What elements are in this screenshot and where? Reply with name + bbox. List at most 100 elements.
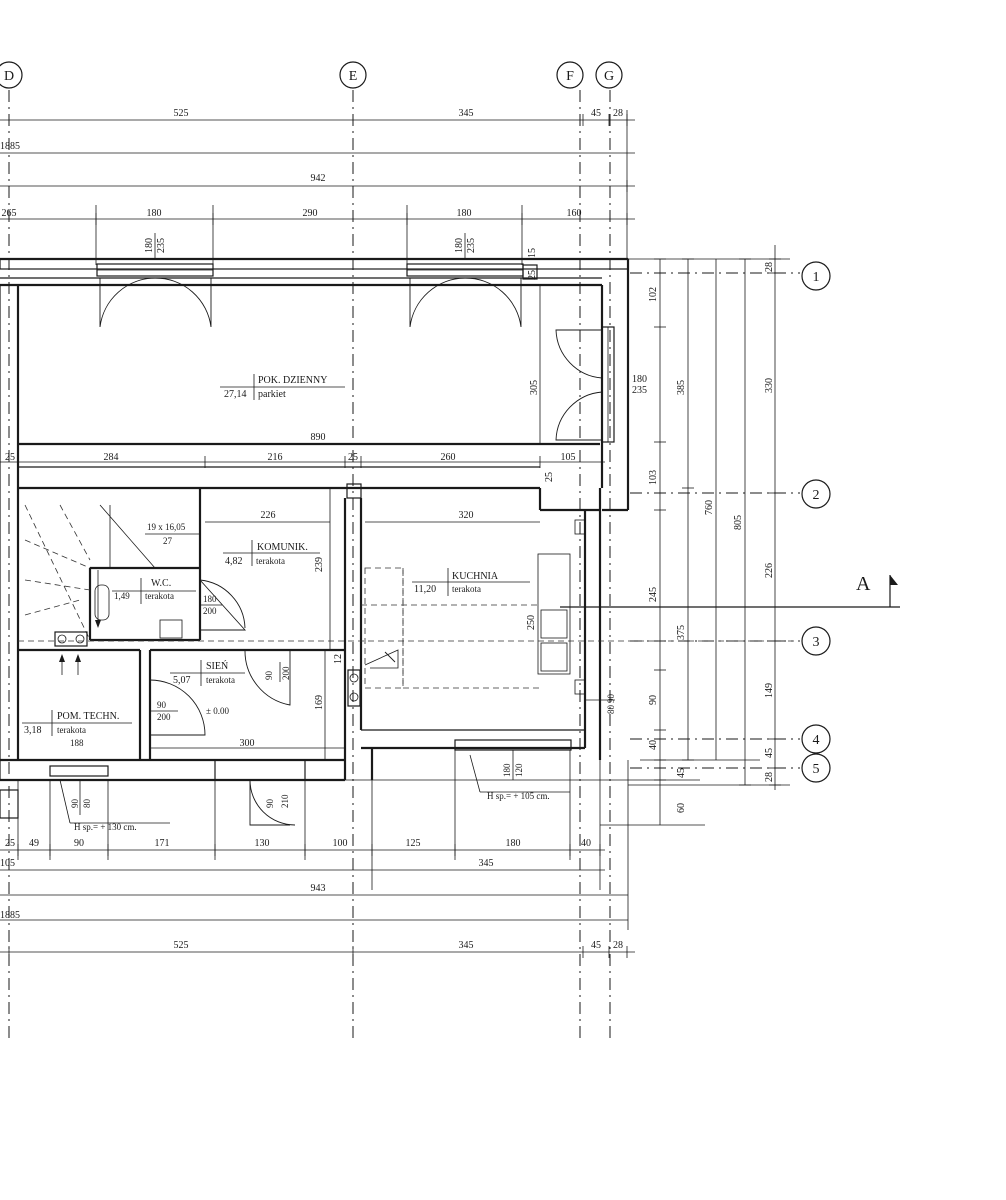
room-floor-tech: terakota <box>57 725 86 735</box>
room-floor-living: parkiet <box>258 389 286 400</box>
dim-bottom-45: 45 <box>591 940 601 951</box>
dim-window-tl-180: 180 <box>144 238 155 253</box>
dim-mid-284: 284 <box>104 452 119 463</box>
dim-bottom-130: 130 <box>255 838 270 849</box>
dim-mid-25-a: 25 <box>5 452 15 463</box>
dim-right-245: 245 <box>648 587 659 602</box>
axis-label-1: 1 <box>813 270 820 285</box>
axis-label-4: 4 <box>813 733 820 748</box>
axis-label-3: 3 <box>813 635 820 650</box>
room-area-tech: 3,18 <box>24 725 42 736</box>
dim-wc-door-180: 180 <box>203 594 217 604</box>
dim-width-188: 188 <box>70 738 84 748</box>
dim-bottom-345-a: 345 <box>479 858 494 869</box>
dim-right-226: 226 <box>764 563 775 578</box>
dim-top-345: 345 <box>459 108 474 119</box>
dim-bottom-40: 40 <box>581 838 591 849</box>
dim-height-12: 12 <box>333 654 344 664</box>
dim-window-tr-235: 235 <box>466 238 477 253</box>
dim-wc-door-200: 200 <box>203 606 217 616</box>
fixtures <box>0 519 800 819</box>
dim-k-window-90: 90 <box>606 694 616 704</box>
room-area-hall: 4,82 <box>225 556 243 567</box>
dim-top-1885: 1885 <box>0 141 20 152</box>
dim-mid-260: 260 <box>441 452 456 463</box>
dim-mid-105: 105 <box>561 452 576 463</box>
section-label: A <box>856 573 871 595</box>
room-name-kitchen: KUCHNIA <box>452 571 499 582</box>
dim-sien-door-200: 200 <box>281 666 291 680</box>
room-area-entrance: 5,07 <box>173 675 191 686</box>
room-floor-wc: terakota <box>145 591 174 601</box>
dim-bwin-left-80: 80 <box>82 799 92 809</box>
dim-right-45-a: 45 <box>676 768 687 778</box>
dim-top-45: 45 <box>591 108 601 119</box>
dim-right-102: 102 <box>648 287 659 302</box>
room-name-living: POK. DZIENNY <box>258 375 327 386</box>
dim-height-305: 305 <box>529 380 540 395</box>
dim-bottom-90: 90 <box>74 838 84 849</box>
dim-right-90: 90 <box>648 695 659 705</box>
dim-right-149: 149 <box>764 683 775 698</box>
dim-pillar-15: 15 <box>527 248 538 258</box>
dim-bottom-943: 943 <box>311 883 326 894</box>
dim-top-180-b: 180 <box>457 208 472 219</box>
dim-bottom-28: 28 <box>613 940 623 951</box>
dim-mid-v25: 25 <box>544 472 555 482</box>
room-name-tech: POM. TECHN. <box>57 711 119 722</box>
dim-top-942: 942 <box>311 173 326 184</box>
dim-k-window-80: 80 <box>606 705 616 715</box>
section-marker: A <box>560 573 900 608</box>
dim-right-28-top: 28 <box>764 262 775 272</box>
axis-label-g: G <box>604 69 614 84</box>
column-axis-bubbles: D E F G <box>0 61 623 89</box>
dim-top-180-a: 180 <box>147 208 162 219</box>
row-axis-bubbles: 1 2 3 4 5 <box>801 261 831 783</box>
grid-axes <box>8 90 800 1040</box>
dim-bottom-180: 180 <box>506 838 521 849</box>
room-area-kitchen: 11,20 <box>414 584 436 595</box>
note-stairs-run: 27 <box>163 536 173 546</box>
note-sill-left: H sp.= + 130 cm. <box>74 822 137 832</box>
dim-top-525: 525 <box>174 108 189 119</box>
dim-top-265: 265 <box>2 208 17 219</box>
room-labels: POK. DZIENNY 27,14 parkiet KOMUNIK. 4,82… <box>22 374 530 736</box>
room-floor-hall: terakota <box>256 556 285 566</box>
dim-bwin-left-90: 90 <box>70 799 80 809</box>
room-area-living: 27,14 <box>224 389 247 400</box>
dim-tech-door-90: 90 <box>157 700 167 710</box>
dim-mid-25-b: 25 <box>348 452 358 463</box>
dim-width-226: 226 <box>261 510 276 521</box>
dim-right-40: 40 <box>648 740 659 750</box>
dim-bottom-100: 100 <box>333 838 348 849</box>
note-level: ± 0.00 <box>206 706 229 716</box>
top-dimensions: 525 345 45 28 1885 942 265 180 290 180 1… <box>0 108 635 265</box>
dim-right-window-235: 235 <box>632 385 647 396</box>
note-sill-right: H sp.= + 105 cm. <box>487 791 550 801</box>
inner-dimensions: 180 235 180 235 15 25 305 180 235 890 25… <box>0 233 647 832</box>
dim-bottom-171: 171 <box>155 838 170 849</box>
dim-top-290: 290 <box>303 208 318 219</box>
axis-label-e: E <box>349 69 358 84</box>
axis-label-d: D <box>4 69 14 84</box>
dim-bwin-right-120: 120 <box>514 763 524 777</box>
dim-top-160: 160 <box>567 208 582 219</box>
dim-bwin-right-180: 180 <box>502 763 512 777</box>
dim-bottom-1885: 1885 <box>0 910 20 921</box>
dim-top-28: 28 <box>613 108 623 119</box>
dim-window-tl-235: 235 <box>156 238 167 253</box>
note-stairs: 19 x 16,05 <box>147 522 186 532</box>
dim-right-760: 760 <box>704 500 715 515</box>
dim-mid-216: 216 <box>268 452 283 463</box>
door-swings <box>99 277 603 826</box>
dim-wall-25: 25 <box>527 270 538 280</box>
axis-label-5: 5 <box>813 762 820 777</box>
dim-entry-door-90: 90 <box>265 799 275 809</box>
dim-right-805: 805 <box>733 515 744 530</box>
axis-label-f: F <box>566 69 574 84</box>
bottom-dimensions: 25 49 90 171 130 100 125 180 40 105 345 … <box>0 750 635 958</box>
arrows-tech <box>59 654 81 675</box>
dim-bottom-125: 125 <box>406 838 421 849</box>
dim-width-300: 300 <box>240 738 255 749</box>
